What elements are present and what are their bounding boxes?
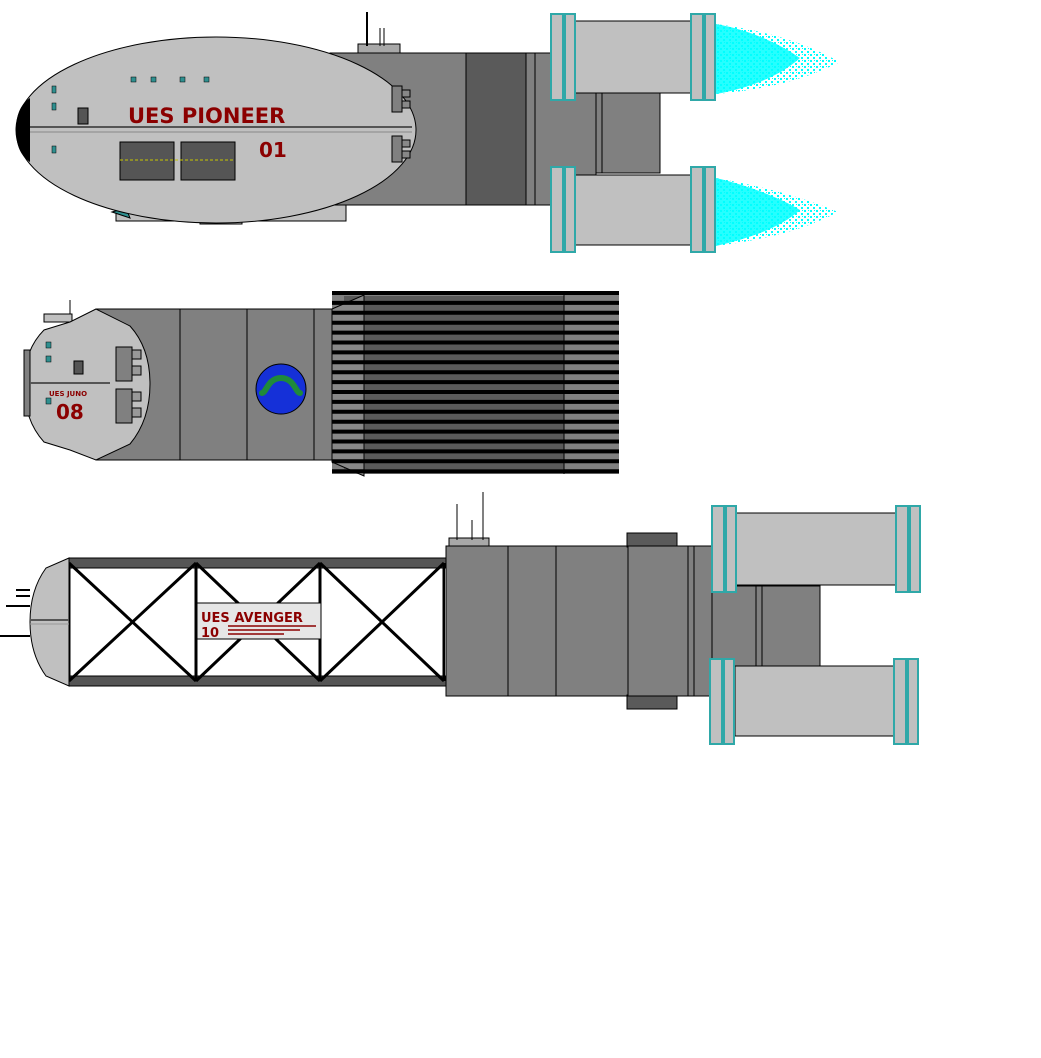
hull-hatch xyxy=(73,360,84,375)
engine-exhaust-plume xyxy=(716,24,840,246)
ship-name-label: UES AVENGER xyxy=(201,611,303,626)
command-saucer xyxy=(15,36,417,224)
antenna-array xyxy=(448,492,490,549)
rcs-thrusters xyxy=(115,346,142,424)
name-plate xyxy=(196,602,322,640)
ship-name-label: UES PIONEER xyxy=(128,104,285,128)
porthole-windows xyxy=(51,76,210,154)
deflector-dish xyxy=(16,98,30,162)
fleet-emblem xyxy=(255,363,307,415)
engine-nacelle-lower xyxy=(709,658,919,745)
cargo-bay-doors xyxy=(119,141,236,181)
ship-avenger: UES AVENGER 10 xyxy=(0,492,921,745)
porthole-windows xyxy=(45,341,52,405)
rcs-thrusters xyxy=(391,85,411,163)
command-module xyxy=(23,308,151,461)
ship-name-label: UES JUNO xyxy=(49,390,87,398)
hull-number-label: 08 xyxy=(56,400,84,424)
ship-juno: UES JUNO 08 xyxy=(23,291,619,477)
command-module xyxy=(0,557,70,687)
sensor-probes xyxy=(0,589,30,637)
hull-number-label: 10 xyxy=(201,626,219,641)
radiator-grille xyxy=(331,291,619,477)
engine-nacelle-upper xyxy=(711,505,921,593)
ship-pioneer: UES PIONEER 01 xyxy=(15,12,840,253)
truss-framework xyxy=(67,557,447,687)
engineering-hull xyxy=(445,532,821,710)
hull-hatch xyxy=(77,107,89,125)
hull-number-label: 01 xyxy=(259,138,287,162)
antenna-array xyxy=(357,12,401,55)
engine-nacelle-upper xyxy=(550,13,716,101)
engine-nacelle-lower xyxy=(550,166,716,253)
